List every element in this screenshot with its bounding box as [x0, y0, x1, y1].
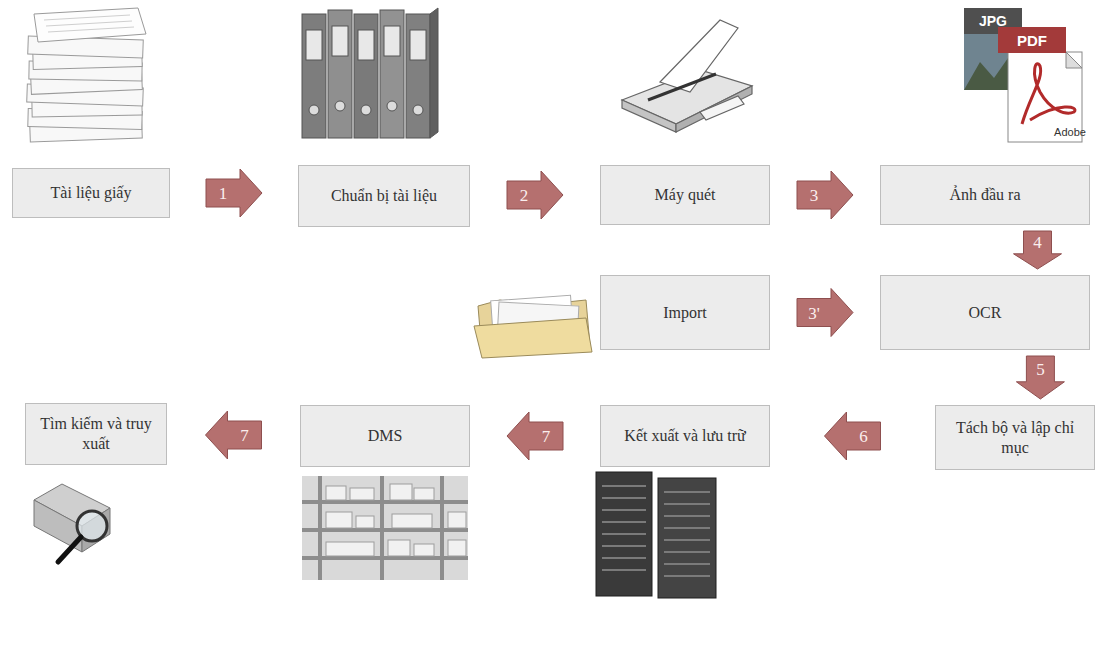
block-arrow [797, 171, 853, 219]
box-label: Ảnh đầu ra [949, 185, 1020, 205]
scanner-icon [622, 20, 752, 132]
box-label: Chuẩn bị tài liệu [331, 186, 437, 206]
block-arrow [206, 169, 262, 217]
search-icon [34, 484, 110, 562]
process-box: Kết xuất và lưu trữ [600, 405, 770, 467]
process-box: OCR [880, 275, 1090, 350]
box-label: Tài liệu giấy [51, 183, 132, 203]
step-number: 7 [542, 428, 551, 445]
warehouse-icon [302, 476, 468, 580]
icon-label: JPG [979, 14, 1007, 28]
process-box: Tách bộ và lập chỉ mục [935, 405, 1095, 470]
step-number: 7 [240, 427, 249, 444]
block-arrow [1014, 231, 1062, 269]
icon-label: PDF [1017, 33, 1047, 48]
step-number: 1 [219, 185, 228, 202]
icon-label: Adobe [1054, 127, 1086, 138]
paper-stack-icon [27, 8, 146, 142]
step-number: 5 [1036, 360, 1045, 377]
block-arrow [1016, 356, 1064, 399]
process-box: Ảnh đầu ra [880, 165, 1090, 225]
block-arrow [206, 411, 262, 459]
binders-icon [302, 8, 438, 138]
process-box: DMS [300, 405, 470, 467]
box-label: Kết xuất và lưu trữ [624, 426, 745, 446]
process-box: Import [600, 275, 770, 350]
box-label: DMS [368, 426, 403, 446]
box-label: Máy quét [655, 185, 716, 205]
block-arrow [507, 171, 563, 219]
box-label: Tách bộ và lập chỉ mục [946, 418, 1084, 458]
process-box: Tìm kiếm và truy xuất [25, 403, 167, 465]
process-box: Máy quét [600, 165, 770, 225]
step-number: 6 [859, 428, 868, 445]
step-number: 2 [520, 187, 529, 204]
process-box: Chuẩn bị tài liệu [298, 165, 470, 227]
file-format-icon [964, 8, 1082, 142]
process-box: Tài liệu giấy [12, 168, 170, 218]
server-icon [596, 472, 716, 598]
box-label: Tìm kiếm và truy xuất [36, 414, 156, 454]
step-number: 3' [808, 304, 820, 321]
block-arrow [797, 289, 853, 337]
block-arrow [825, 412, 881, 460]
box-label: OCR [969, 303, 1002, 323]
step-number: 3 [810, 187, 819, 204]
step-number: 4 [1033, 234, 1042, 251]
folder-icon [474, 295, 592, 358]
block-arrow [507, 412, 563, 460]
box-label: Import [663, 303, 707, 323]
